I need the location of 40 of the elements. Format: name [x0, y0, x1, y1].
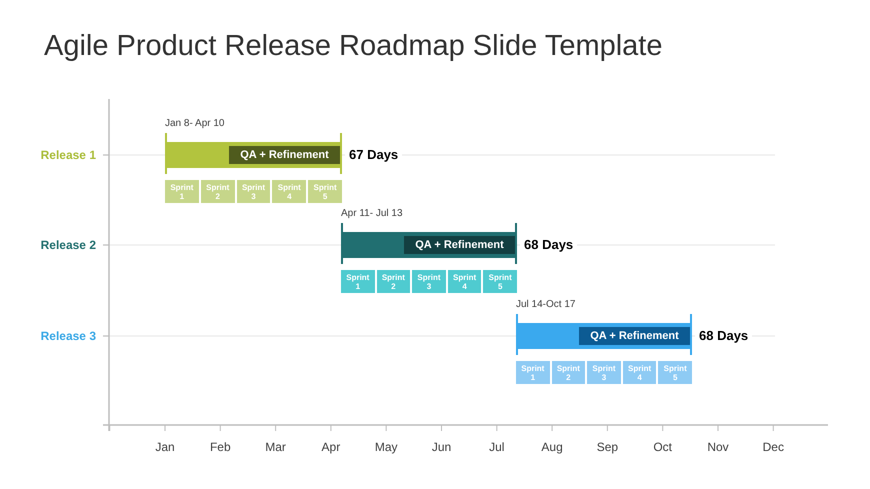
sprint-block: Sprint 2: [376, 270, 410, 293]
date-range-label: Jan 8- Apr 10: [165, 117, 224, 130]
row-label: Release 3: [40, 328, 96, 344]
sprint-block: Sprint 3: [412, 270, 446, 293]
timeline-bar: [341, 223, 517, 264]
sprint-block: Sprint 3: [236, 180, 270, 203]
axis-label: Sep: [596, 439, 620, 455]
axis-label: Apr: [320, 439, 342, 455]
sprint-block: Sprint 1: [341, 270, 375, 293]
sprint-block: Sprint 4: [272, 180, 306, 203]
axis-label: Jan: [154, 439, 176, 455]
timeline-bar: [165, 133, 342, 174]
date-range-label: Jul 14-Oct 17: [516, 298, 576, 311]
sprint-block: Sprint 5: [658, 361, 692, 384]
row-label: Release 2: [40, 237, 96, 253]
axis-label: Nov: [706, 439, 730, 455]
axis-label: Dec: [762, 439, 785, 455]
axis-label: Aug: [540, 439, 564, 455]
sprint-block: Sprint 4: [622, 361, 656, 384]
axis-label: Oct: [652, 439, 674, 455]
sprint-block: Sprint 1: [165, 180, 199, 203]
sprint-block: Sprint 3: [587, 361, 621, 384]
axis-label: May: [374, 439, 399, 455]
sprint-block: Sprint 5: [483, 270, 517, 293]
row-label: Release 1: [40, 147, 96, 163]
sprint-block: Sprint 1: [516, 361, 550, 384]
sprint-block: Sprint 2: [552, 361, 586, 384]
slide-title: Agile Product Release Roadmap Slide Template: [44, 29, 662, 64]
sprint-block: Sprint 2: [200, 180, 235, 203]
phase-bar: QA + Refinement: [229, 146, 340, 164]
sprint-block: Sprint 5: [308, 180, 342, 203]
timeline-bar: [516, 314, 692, 355]
axis-label: Jun: [430, 439, 452, 455]
phase-bar: QA + Refinement: [579, 327, 690, 345]
axis-label: Mar: [264, 439, 287, 455]
axis-label: Jul: [488, 439, 506, 455]
phase-bar: QA + Refinement: [404, 236, 515, 254]
axis-label: Feb: [208, 439, 232, 455]
sprint-block: Sprint 4: [448, 270, 482, 293]
date-range-label: Apr 11- Jul 13: [341, 207, 403, 220]
